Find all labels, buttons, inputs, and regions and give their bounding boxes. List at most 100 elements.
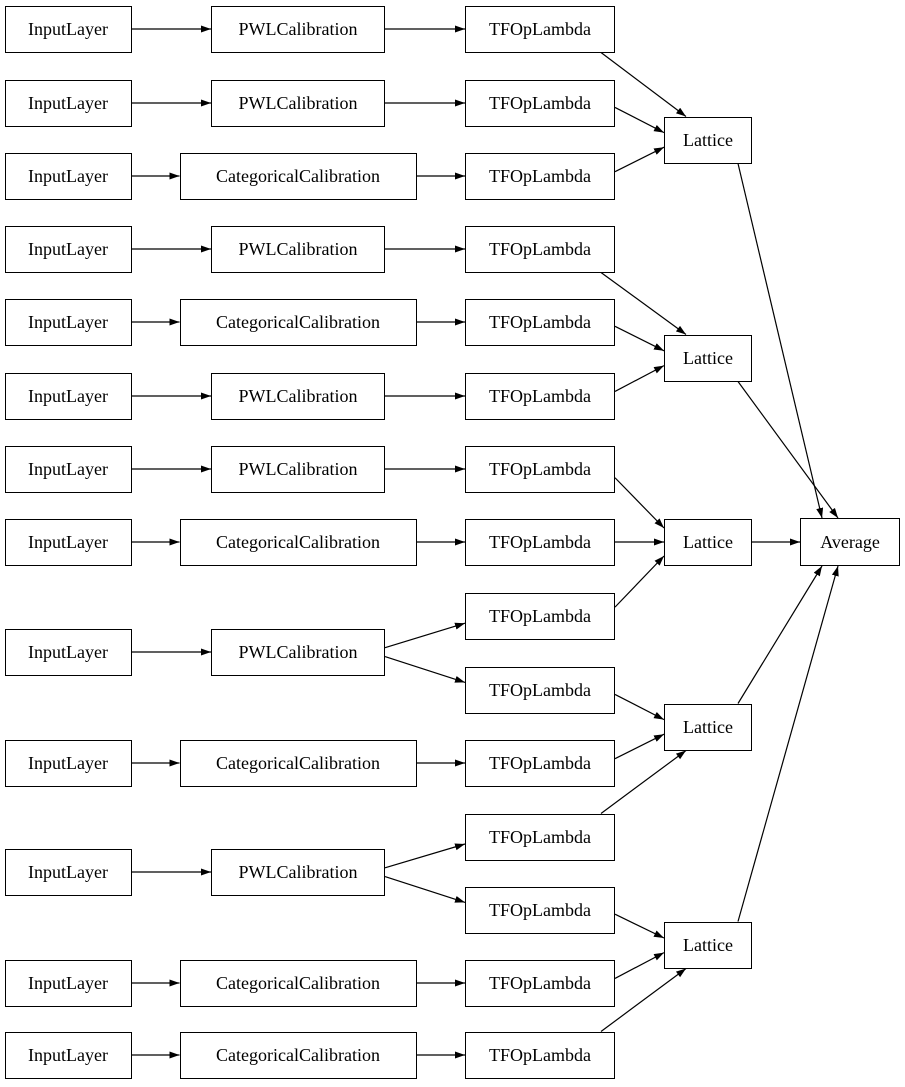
node-calib-2: PWLCalibration bbox=[211, 79, 385, 127]
node-input-3: InputLayer bbox=[4, 152, 132, 200]
node-label: InputLayer bbox=[28, 752, 108, 773]
node-lambda-11: TFOpLambda bbox=[465, 739, 615, 787]
node-input-2: InputLayer bbox=[4, 79, 132, 127]
node-label: PWLCalibration bbox=[238, 92, 358, 113]
node-label: TFOpLambda bbox=[489, 92, 591, 113]
edge-lambda-7-to-lattice-3 bbox=[614, 477, 665, 529]
edge-calib-9-to-lambda-9 bbox=[384, 622, 466, 649]
node-label: Lattice bbox=[683, 531, 733, 552]
node-lambda-14: TFOpLambda bbox=[465, 959, 615, 1007]
node-input-9: InputLayer bbox=[4, 628, 132, 676]
node-label: TFOpLambda bbox=[489, 605, 591, 626]
node-label: InputLayer bbox=[28, 1044, 108, 1065]
node-lattice-5: Lattice bbox=[664, 921, 752, 969]
node-lambda-7: TFOpLambda bbox=[465, 445, 615, 493]
node-label: TFOpLambda bbox=[489, 899, 591, 920]
edge-lattice-2-to-average bbox=[737, 381, 839, 519]
node-input-13: InputLayer bbox=[4, 1031, 132, 1079]
node-calib-8: CategoricalCalibration bbox=[179, 518, 417, 566]
node-input-10: InputLayer bbox=[4, 739, 132, 787]
node-label: InputLayer bbox=[28, 92, 108, 113]
edge-calib-11-to-lambda-13 bbox=[384, 875, 466, 903]
node-label: PWLCalibration bbox=[238, 458, 358, 479]
node-calib-1: PWLCalibration bbox=[211, 5, 385, 53]
node-label: TFOpLambda bbox=[489, 238, 591, 259]
node-calib-7: PWLCalibration bbox=[211, 445, 385, 493]
node-label: CategoricalCalibration bbox=[216, 1044, 380, 1065]
node-lambda-6: TFOpLambda bbox=[465, 372, 615, 420]
node-lattice-1: Lattice bbox=[664, 116, 752, 164]
node-label: InputLayer bbox=[28, 458, 108, 479]
node-lattice-4: Lattice bbox=[664, 703, 752, 751]
node-lambda-10: TFOpLambda bbox=[465, 666, 615, 714]
node-label: TFOpLambda bbox=[489, 826, 591, 847]
node-label: TFOpLambda bbox=[489, 679, 591, 700]
edge-calib-11-to-lambda-12 bbox=[384, 843, 466, 869]
node-lambda-13: TFOpLambda bbox=[465, 886, 615, 934]
node-label: TFOpLambda bbox=[489, 972, 591, 993]
node-calib-11: PWLCalibration bbox=[211, 848, 385, 896]
node-label: InputLayer bbox=[28, 972, 108, 993]
node-label: PWLCalibration bbox=[238, 641, 358, 662]
edge-lattice-1-to-average bbox=[737, 163, 824, 519]
node-label: PWLCalibration bbox=[238, 238, 358, 259]
edge-lattice-4-to-average bbox=[737, 565, 823, 704]
node-input-1: InputLayer bbox=[4, 5, 132, 53]
edge-lambda-11-to-lattice-4 bbox=[614, 733, 665, 760]
node-input-7: InputLayer bbox=[4, 445, 132, 493]
node-lambda-5: TFOpLambda bbox=[465, 298, 615, 346]
node-lambda-15: TFOpLambda bbox=[465, 1031, 615, 1079]
node-label: InputLayer bbox=[28, 531, 108, 552]
node-lambda-3: TFOpLambda bbox=[465, 152, 615, 200]
edge-lambda-12-to-lattice-4 bbox=[600, 750, 687, 814]
node-label: TFOpLambda bbox=[489, 531, 591, 552]
edge-lambda-15-to-lattice-5 bbox=[600, 968, 687, 1032]
node-label: PWLCalibration bbox=[238, 861, 358, 882]
node-lattice-3: Lattice bbox=[664, 518, 752, 566]
edge-calib-9-to-lambda-10 bbox=[384, 655, 466, 683]
edge-lambda-3-to-lattice-1 bbox=[614, 146, 665, 173]
node-input-12: InputLayer bbox=[4, 959, 132, 1007]
node-label: Lattice bbox=[683, 934, 733, 955]
node-label: TFOpLambda bbox=[489, 165, 591, 186]
node-label: InputLayer bbox=[28, 861, 108, 882]
node-label: Lattice bbox=[683, 129, 733, 150]
edge-lambda-9-to-lattice-3 bbox=[614, 555, 665, 608]
node-lambda-1: TFOpLambda bbox=[465, 5, 615, 53]
node-label: Average bbox=[820, 531, 880, 552]
node-label: TFOpLambda bbox=[489, 1044, 591, 1065]
node-label: InputLayer bbox=[28, 385, 108, 406]
node-label: InputLayer bbox=[28, 238, 108, 259]
node-lambda-9: TFOpLambda bbox=[465, 592, 615, 640]
node-label: CategoricalCalibration bbox=[216, 311, 380, 332]
node-calib-13: CategoricalCalibration bbox=[179, 1031, 417, 1079]
node-label: PWLCalibration bbox=[238, 18, 358, 39]
node-label: CategoricalCalibration bbox=[216, 165, 380, 186]
node-label: Lattice bbox=[683, 347, 733, 368]
node-calib-3: CategoricalCalibration bbox=[179, 152, 417, 200]
node-label: InputLayer bbox=[28, 165, 108, 186]
node-average: Average bbox=[800, 518, 900, 566]
node-label: PWLCalibration bbox=[238, 385, 358, 406]
node-label: CategoricalCalibration bbox=[216, 972, 380, 993]
node-label: InputLayer bbox=[28, 641, 108, 662]
node-lambda-12: TFOpLambda bbox=[465, 813, 615, 861]
node-calib-6: PWLCalibration bbox=[211, 372, 385, 420]
node-label: Lattice bbox=[683, 716, 733, 737]
node-input-8: InputLayer bbox=[4, 518, 132, 566]
edge-lambda-2-to-lattice-1 bbox=[614, 106, 665, 134]
node-label: TFOpLambda bbox=[489, 311, 591, 332]
node-calib-9: PWLCalibration bbox=[211, 628, 385, 676]
node-input-11: InputLayer bbox=[4, 848, 132, 896]
node-input-5: InputLayer bbox=[4, 298, 132, 346]
node-label: TFOpLambda bbox=[489, 385, 591, 406]
node-label: TFOpLambda bbox=[489, 752, 591, 773]
node-label: InputLayer bbox=[28, 311, 108, 332]
edge-lambda-6-to-lattice-2 bbox=[614, 365, 665, 392]
node-calib-5: CategoricalCalibration bbox=[179, 298, 417, 346]
node-calib-12: CategoricalCalibration bbox=[179, 959, 417, 1007]
edge-lambda-14-to-lattice-5 bbox=[614, 952, 665, 979]
edge-lambda-5-to-lattice-2 bbox=[614, 325, 665, 352]
